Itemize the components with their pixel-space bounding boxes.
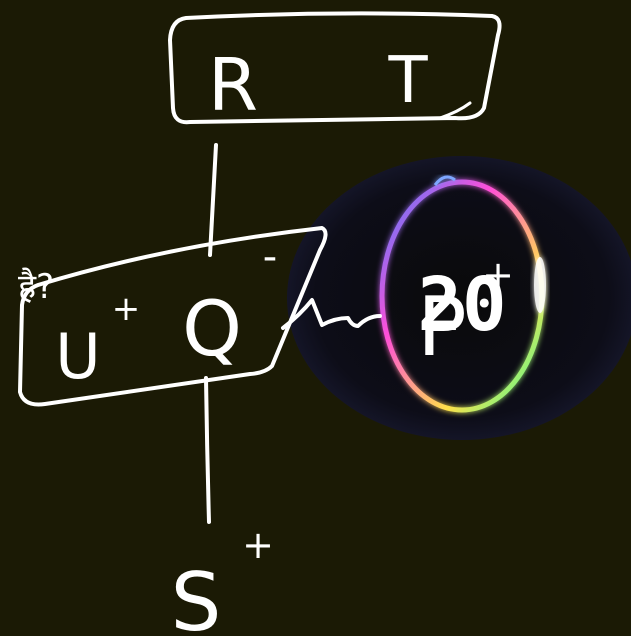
middle-right-charge: + [482,253,514,297]
top-connector-line [210,145,216,255]
top-left-letter: R [208,43,258,127]
bottom-connector-line [206,378,209,522]
middle-center-letter: Q [182,284,242,373]
middle-left-letter: U [55,320,100,393]
bottom-letter: S [171,556,222,636]
margin-note: है? [18,267,54,307]
bottom-charge: + [242,523,274,567]
top-box-flourish [440,103,470,118]
top-right-letter: T [387,44,428,118]
middle-center-charge: - [263,234,277,280]
badge-highlight [534,257,546,313]
middle-right-letter: P [417,280,466,375]
middle-left-charge: + [112,289,141,329]
